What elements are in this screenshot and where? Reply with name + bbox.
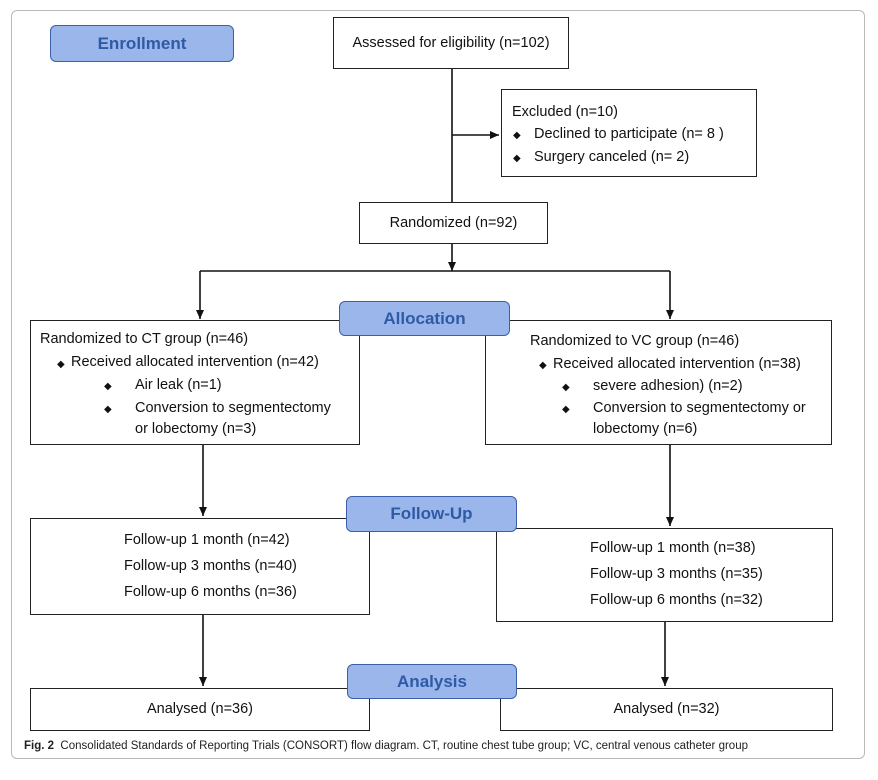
randomized-text: Randomized (n=92) [389,214,518,231]
ct-followup-item: Follow-up 1 month (n=42) [124,532,290,548]
vc-sub-item: severe adhesion) (n=2) [593,378,743,394]
vc-group-box: Randomized to VC group (n=46) ◆ Received… [485,320,832,445]
figure-caption: Fig. 2 Consolidated Standards of Reporti… [24,740,748,752]
figure-caption-text: Consolidated Standards of Reporting Tria… [60,740,748,752]
bullet-icon: ◆ [57,359,65,370]
ct-sub-item: Air leak (n=1) [135,377,222,393]
vc-followup-item: Follow-up 1 month (n=38) [590,540,756,556]
ct-followup-item: Follow-up 3 months (n=40) [124,558,297,574]
ct-group-title: Randomized to CT group (n=46) [40,331,249,347]
ct-analysed-box: Analysed (n=36) [30,688,370,731]
vc-group-title: Randomized to VC group (n=46) [530,333,740,349]
bullet-icon: ◆ [562,382,570,393]
excluded-title: Excluded (n=10) [512,104,618,120]
figure-label: Fig. 2 [24,740,55,752]
bullet-icon: ◆ [104,381,112,392]
phase-followup: Follow-Up [346,496,517,532]
vc-sub-item: Conversion to segmentectomy or [593,400,806,416]
assessed-text: Assessed for eligibility (n=102) [352,34,550,51]
excluded-item: Surgery canceled (n= 2) [534,149,690,165]
ct-received: Received allocated intervention (n=42) [71,354,319,370]
excluded-item: Declined to participate (n= 8 ) [534,126,724,142]
vc-received: Received allocated intervention (n=38) [553,356,801,372]
ct-analysed-text: Analysed (n=36) [147,701,253,718]
vc-sub-item: lobectomy (n=6) [593,421,698,437]
vc-followup-item: Follow-up 6 months (n=32) [590,592,763,608]
vc-analysed-box: Analysed (n=32) [500,688,833,731]
bullet-icon: ◆ [104,404,112,415]
phase-allocation: Allocation [339,301,510,336]
phase-analysis: Analysis [347,664,517,699]
bullet-icon: ◆ [513,153,521,164]
bullet-icon: ◆ [562,404,570,415]
ct-followup-box: Follow-up 1 month (n=42) Follow-up 3 mon… [30,518,370,615]
bullet-icon: ◆ [513,130,521,141]
ct-sub-item: or lobectomy (n=3) [135,421,257,437]
figure-frame [11,10,865,759]
phase-enrollment: Enrollment [50,25,234,62]
ct-sub-item: Conversion to segmentectomy [135,400,331,416]
excluded-box: Excluded (n=10) ◆ Declined to participat… [501,89,757,177]
vc-analysed-text: Analysed (n=32) [613,701,720,718]
ct-group-box: Randomized to CT group (n=46) ◆ Received… [30,320,360,445]
vc-followup-item: Follow-up 3 months (n=35) [590,566,763,582]
vc-followup-box: Follow-up 1 month (n=38) Follow-up 3 mon… [496,528,833,622]
randomized-box: Randomized (n=92) [359,202,548,244]
ct-followup-item: Follow-up 6 months (n=36) [124,584,297,600]
assessed-box: Assessed for eligibility (n=102) [333,17,569,69]
bullet-icon: ◆ [539,360,547,371]
